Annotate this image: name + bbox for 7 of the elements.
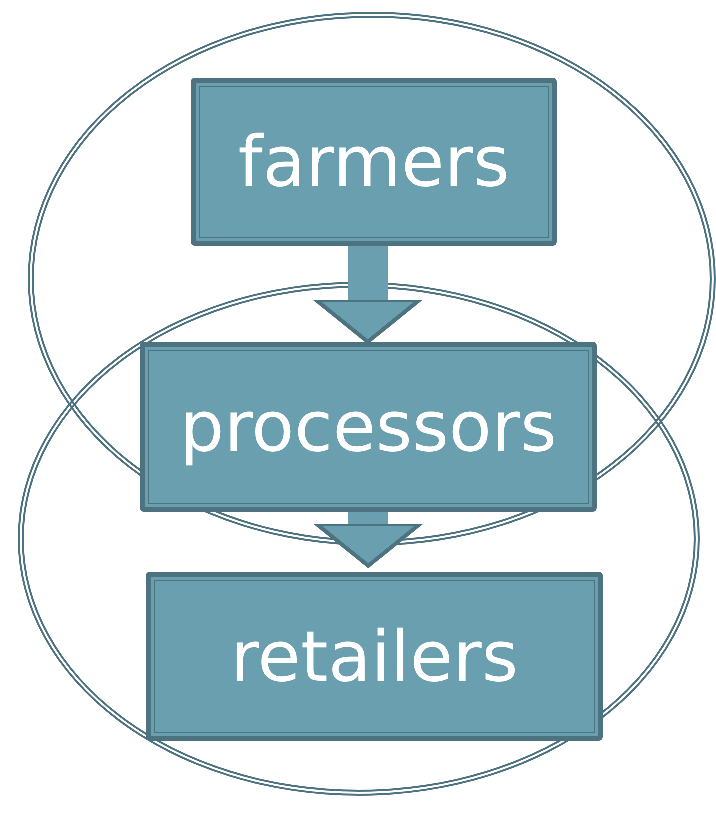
box-label: retailers — [230, 622, 518, 692]
block-arrow — [314, 512, 422, 568]
process-box — [146, 572, 603, 741]
process-box — [191, 78, 557, 246]
process-box — [140, 342, 597, 512]
ellipse-outline — [18, 282, 700, 796]
box-label: farmers — [238, 127, 510, 197]
